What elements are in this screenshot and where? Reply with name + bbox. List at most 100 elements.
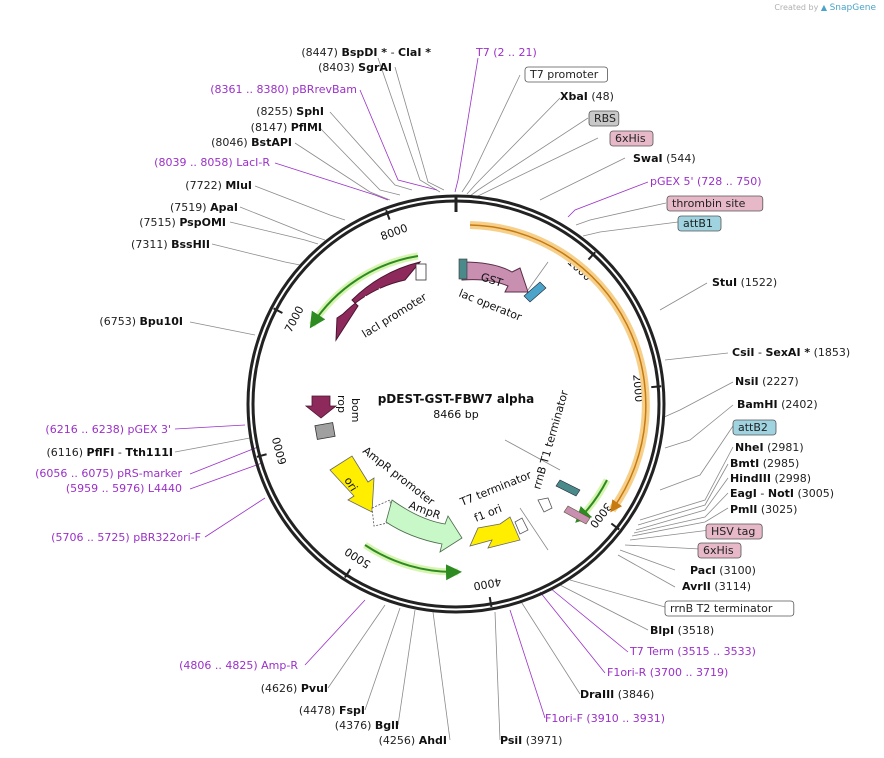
feature-box[interactable]: [609, 130, 654, 147]
map-label[interactable]: (6116) PflFI - Tth111I: [46, 446, 173, 459]
map-label-part: (48): [588, 90, 614, 103]
map-label[interactable]: CsiI - SexAI * (1853): [732, 346, 850, 359]
map-label[interactable]: T7 Term (3515 .. 3533): [629, 645, 756, 658]
map-label-part: (3100): [716, 564, 756, 577]
map-label[interactable]: (7515) PspOMI: [139, 216, 226, 229]
map-label-part: -: [754, 346, 765, 359]
map-label[interactable]: (7311) BssHII: [131, 238, 210, 251]
feature-rop-arrow: [304, 395, 338, 419]
map-label[interactable]: DraIII (3846): [580, 688, 654, 701]
tick-mark: [344, 568, 352, 579]
map-label-part: HindIII: [730, 472, 771, 485]
map-label[interactable]: (6056 .. 6075) pRS-marker: [35, 467, 182, 480]
feature-laci-promoter-box: [415, 263, 427, 281]
map-label-part: BmtI: [730, 457, 759, 470]
feature-box[interactable]: [666, 195, 764, 212]
map-label-part: (2402): [778, 398, 818, 411]
map-label[interactable]: (5706 .. 5725) pBR322ori-F: [51, 531, 201, 544]
map-label[interactable]: F1ori-R (3700 .. 3719): [607, 666, 728, 679]
feature-box[interactable]: [588, 110, 620, 127]
map-label[interactable]: T7 (2 .. 21): [475, 46, 537, 59]
map-label-part: DraIII: [580, 688, 614, 701]
map-label[interactable]: NsiI (2227): [735, 375, 799, 388]
map-label[interactable]: PsiI (3971): [500, 734, 562, 747]
map-label[interactable]: (8447) BspDI * - ClaI *: [301, 46, 431, 59]
tick-label: 6000: [270, 436, 290, 466]
map-label-part: (7722): [185, 179, 225, 192]
map-label-part: F1ori-R: [607, 666, 647, 679]
feature-box-label: 6xHis: [703, 544, 734, 557]
map-label[interactable]: (8403) SgrAI: [318, 61, 392, 74]
map-label-part: (8039 .. 8058): [154, 156, 236, 169]
map-label-part: BstAPI: [251, 136, 292, 149]
map-label[interactable]: (8361 .. 8380) pBRrevBam: [210, 83, 357, 96]
map-label-part: (1853): [810, 346, 850, 359]
map-label[interactable]: (6216 .. 6238) pGEX 3': [45, 423, 171, 436]
feature-box-label: thrombin site: [672, 197, 746, 210]
map-label-part: pGEX 3': [127, 423, 171, 436]
map-label-part: ClaI *: [398, 46, 431, 59]
map-label[interactable]: (8255) SphI: [256, 105, 324, 118]
map-label-part: (6116): [46, 446, 86, 459]
map-label[interactable]: HindIII (2998): [730, 472, 811, 485]
map-label[interactable]: PacI (3100): [690, 564, 756, 577]
map-label[interactable]: (4376) BglI: [335, 719, 399, 732]
map-label[interactable]: (8046) BstAPI: [211, 136, 292, 149]
map-label[interactable]: F1ori-F (3910 .. 3931): [545, 712, 665, 725]
map-label-part: (5959 .. 5976): [66, 482, 148, 495]
plasmid-name: pDEST-GST-FBW7 alpha: [378, 392, 535, 406]
map-label[interactable]: BlpI (3518): [650, 624, 714, 637]
map-label[interactable]: SwaI (544): [633, 152, 696, 165]
feature-box[interactable]: [705, 523, 763, 540]
map-label-part: (728 .. 750): [694, 175, 762, 188]
map-label[interactable]: (5959 .. 5976) L4440: [66, 482, 182, 495]
feature-box[interactable]: [732, 419, 777, 436]
map-label[interactable]: XbaI (48): [560, 90, 614, 103]
map-label[interactable]: (4626) PvuI: [261, 682, 328, 695]
feature-box[interactable]: [664, 600, 795, 617]
map-label-part: CsiI: [732, 346, 754, 359]
feature-box[interactable]: [677, 215, 722, 232]
map-label-part: (544): [663, 152, 696, 165]
map-label-part: (8447): [301, 46, 341, 59]
map-label[interactable]: (8147) PflMI: [251, 121, 322, 134]
map-label[interactable]: BamHI (2402): [737, 398, 818, 411]
map-label-part: F1ori-F: [545, 712, 583, 725]
map-label-part: -: [114, 446, 125, 459]
map-label-part: BssHII: [171, 238, 210, 251]
map-label[interactable]: NheI (2981): [735, 441, 804, 454]
feature-box[interactable]: [697, 542, 742, 559]
map-label-part: MluI: [225, 179, 252, 192]
map-label[interactable]: (4806 .. 4825) Amp-R: [179, 659, 298, 672]
orf-arc-gst-line: [469, 224, 647, 513]
map-label-part: PmlI: [730, 503, 757, 516]
map-label-part: BspDI *: [341, 46, 387, 59]
map-label-part: pBRrevBam: [292, 83, 357, 96]
credit-prefix: Created by: [774, 3, 819, 12]
map-label[interactable]: AvrII (3114): [682, 580, 751, 593]
map-label[interactable]: (7722) MluI: [185, 179, 252, 192]
map-label-part: (3846): [614, 688, 654, 701]
map-label[interactable]: PmlI (3025): [730, 503, 797, 516]
map-label[interactable]: BmtI (2985): [730, 457, 799, 470]
feature-attb2-mark: [555, 479, 581, 497]
map-label[interactable]: (8039 .. 8058) LacI-R: [154, 156, 270, 169]
map-label[interactable]: (7519) ApaI: [170, 201, 238, 214]
map-label-part: (4626): [261, 682, 301, 695]
map-label-part: BamHI: [737, 398, 778, 411]
map-label[interactable]: (6753) Bpu10I: [99, 315, 183, 328]
tick-mark: [256, 453, 267, 458]
labels-bottom: (4806 .. 4825) Amp-R (4626) PvuI (4478) Fs…: [179, 659, 447, 747]
feature-box-label: 6xHis: [615, 132, 646, 145]
map-label[interactable]: (4478) FspI: [299, 704, 365, 717]
map-label-part: (8361 .. 8380): [210, 83, 292, 96]
map-label[interactable]: EagI - NotI (3005): [730, 487, 834, 500]
map-label[interactable]: pGEX 5' (728 .. 750): [650, 175, 762, 188]
label-rop: rop: [335, 395, 348, 413]
map-label[interactable]: (4256) AhdI: [379, 734, 447, 747]
map-label[interactable]: StuI (1522): [712, 276, 777, 289]
feature-box[interactable]: [524, 66, 608, 83]
map-label-part: (2998): [771, 472, 811, 485]
map-label-part: pRS-marker: [117, 467, 182, 480]
